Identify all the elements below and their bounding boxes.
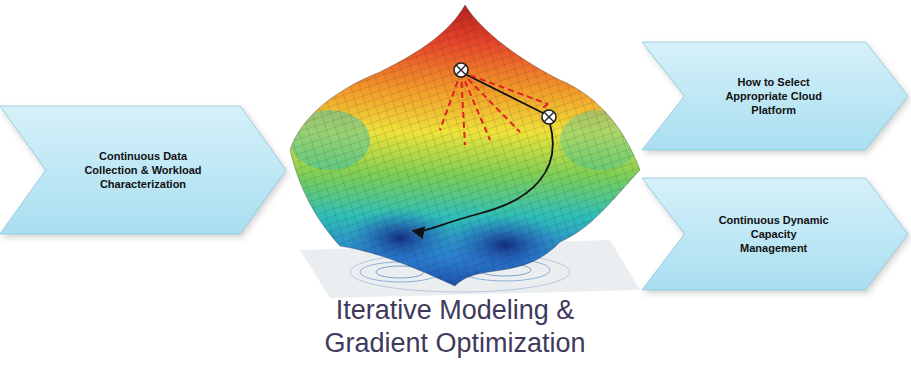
illustration-caption: Iterative Modeling & Gradient Optimizati… — [285, 294, 625, 360]
step-marker — [454, 63, 556, 124]
gradient-steps — [414, 72, 553, 231]
chevron-box: Continuous Dynamic Capacity Management — [642, 178, 908, 290]
chevron-box: How to Select Appropriate Cloud Platform — [642, 42, 908, 150]
chevron-box: Continuous Data Collection & Workload Ch… — [0, 106, 286, 234]
box-text: How to Select Appropriate Cloud Platform — [709, 75, 839, 118]
box-text: Continuous Dynamic Capacity Management — [716, 213, 831, 256]
surface — [280, 0, 650, 300]
box-text: Continuous Data Collection & Workload Ch… — [83, 149, 203, 192]
